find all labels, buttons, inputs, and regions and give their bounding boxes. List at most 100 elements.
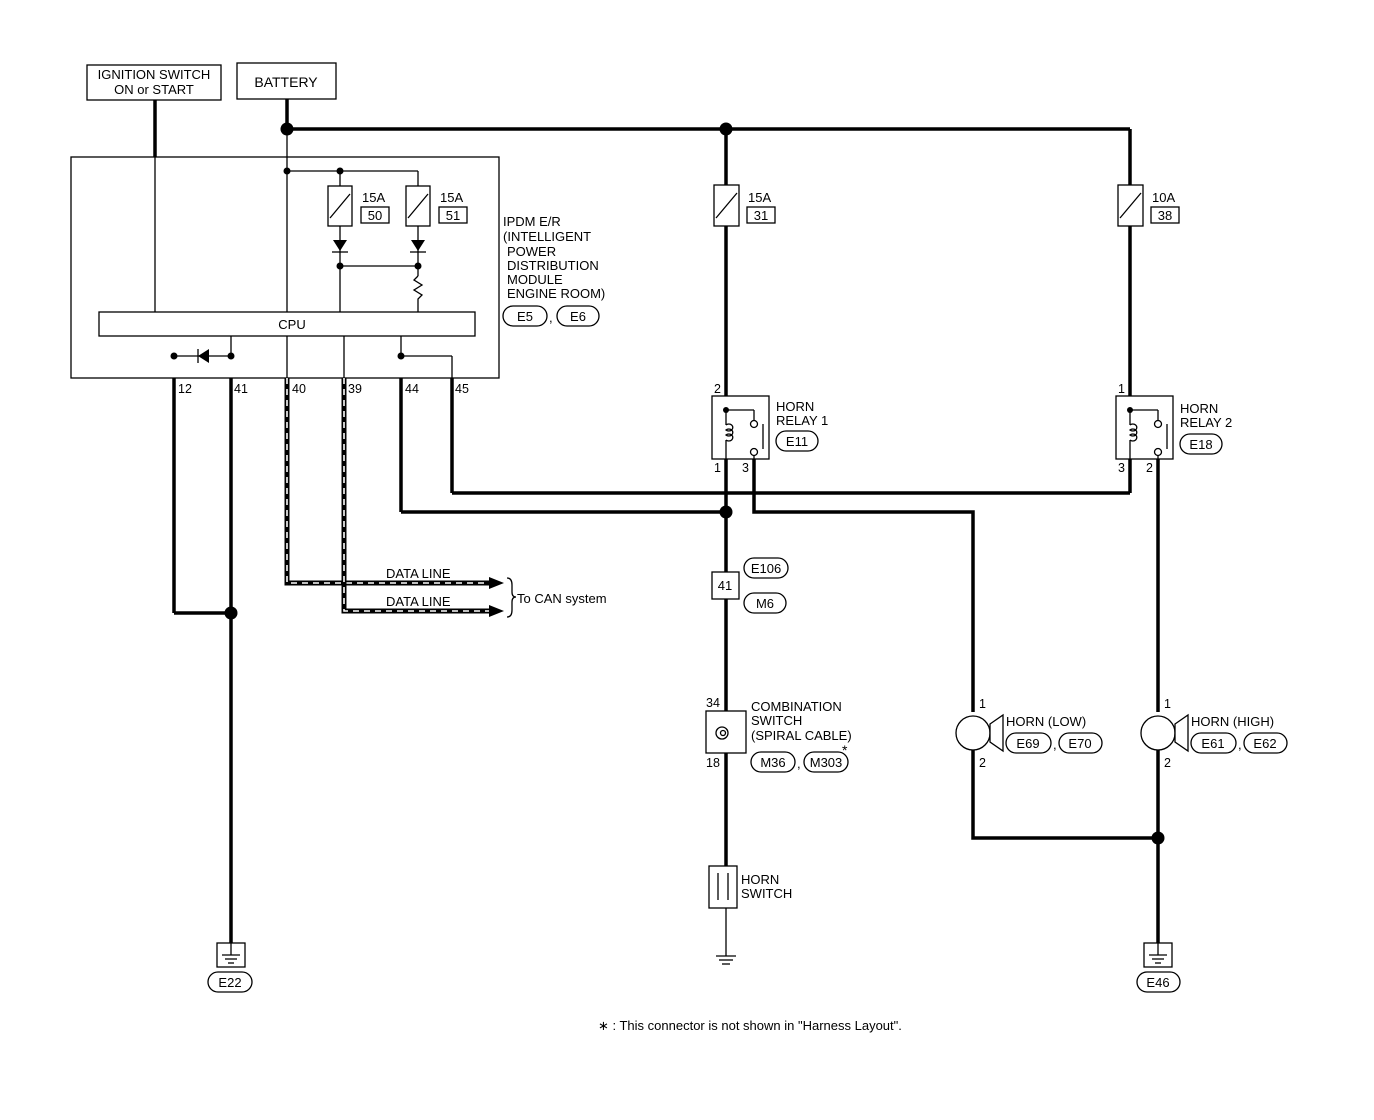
arrow-icon	[489, 577, 504, 589]
svg-text:,: ,	[549, 310, 553, 325]
horn-switch: HORN SWITCH	[708, 865, 792, 965]
connector-e5: E5	[502, 305, 548, 327]
svg-text:IPDM E/R: IPDM E/R	[503, 214, 561, 229]
svg-text:E5: E5	[517, 309, 533, 324]
fuse-38: 10A 38	[1117, 184, 1180, 227]
horn-relay-1: 2 1 3 HORN RELAY 1 E11	[711, 382, 828, 475]
svg-text:MODULE: MODULE	[507, 272, 563, 287]
ignition-switch-block: IGNITION SWITCH ON or START	[86, 64, 222, 101]
ipdm-pin-numbers: 12 41 40 39 44 45	[178, 382, 469, 396]
svg-text:E70: E70	[1068, 736, 1091, 751]
relay-2-label-line1: HORN	[1180, 401, 1218, 416]
horn-icon	[1140, 715, 1176, 751]
svg-text:3: 3	[742, 461, 749, 475]
svg-text:1: 1	[1118, 382, 1125, 396]
connector-e22: E22	[207, 971, 253, 993]
svg-text:12: 12	[178, 382, 192, 396]
battery-block: BATTERY	[236, 62, 337, 100]
cpu-label: CPU	[278, 317, 305, 332]
footnote: ∗ : This connector is not shown in "Harn…	[598, 1018, 902, 1033]
battery-label: BATTERY	[254, 74, 318, 90]
connector-m303	[803, 751, 849, 773]
connector-e18	[1179, 433, 1223, 455]
svg-text:M303: M303	[810, 755, 843, 770]
svg-text:HORN (HIGH): HORN (HIGH)	[1191, 714, 1274, 729]
svg-text:2: 2	[979, 756, 986, 770]
svg-text:41: 41	[718, 578, 732, 593]
svg-text:,: ,	[797, 756, 801, 771]
svg-text:E61: E61	[1201, 736, 1224, 751]
horn-high: 1 2 HORN (HIGH) E61 , E62	[1140, 697, 1288, 770]
svg-text:M36: M36	[760, 755, 785, 770]
svg-text:DISTRIBUTION: DISTRIBUTION	[507, 258, 599, 273]
horn-ground-circuit: E46	[971, 750, 1181, 993]
data-line-1-label: DATA LINE	[386, 566, 451, 581]
ground-icon	[716, 955, 736, 965]
joint-connector-41: 41 E106 M6	[711, 557, 789, 614]
svg-text:,: ,	[1053, 737, 1057, 752]
fuse-38-rating: 10A	[1152, 190, 1175, 205]
horn-icon	[955, 715, 991, 751]
fuse-51-number: 51	[446, 208, 460, 223]
svg-text:,: ,	[1238, 737, 1242, 752]
fuse-38-number: 38	[1158, 208, 1172, 223]
svg-text:E46: E46	[1146, 975, 1169, 990]
connector-e69	[1005, 732, 1052, 754]
svg-text:(SPIRAL CABLE): (SPIRAL CABLE)	[751, 728, 852, 743]
svg-text:40: 40	[292, 382, 306, 396]
diode-icon	[411, 240, 425, 251]
ipdm-label: IPDM E/R (INTELLIGENT POWER DISTRIBUTION…	[503, 214, 605, 301]
svg-text:ENGINE ROOM): ENGINE ROOM)	[507, 286, 605, 301]
svg-text:2: 2	[1164, 756, 1171, 770]
connector-e106	[743, 557, 789, 579]
svg-text:(INTELLIGENT: (INTELLIGENT	[503, 229, 591, 244]
diode-icon	[198, 349, 209, 363]
ipdm-module: 15A 50 15A 51 CPU	[70, 100, 605, 379]
svg-text:1: 1	[979, 697, 986, 711]
connector-e62	[1243, 732, 1288, 754]
resistor-icon	[412, 275, 424, 312]
horn-relay-2: 1 3 2 HORN RELAY 2 E18	[1115, 382, 1232, 475]
svg-text:E6: E6	[570, 309, 586, 324]
connector-e70	[1058, 732, 1103, 754]
battery-bus	[280, 99, 1132, 185]
data-line-2-label: DATA LINE	[386, 594, 451, 609]
ignition-label-line1: IGNITION SWITCH	[98, 67, 211, 82]
asterisk-mark: *	[842, 742, 848, 758]
svg-text:E18: E18	[1189, 437, 1212, 452]
svg-text:18: 18	[706, 756, 720, 770]
cpu-block: CPU	[98, 311, 476, 337]
ground-icon	[216, 942, 246, 968]
svg-text:SWITCH: SWITCH	[741, 886, 792, 901]
fuse-50: 15A 50	[327, 185, 390, 227]
connector-m6	[743, 592, 787, 614]
pin44-pin45-wires	[399, 378, 1130, 519]
svg-text:HORN (LOW): HORN (LOW)	[1006, 714, 1086, 729]
fuse-50-number: 50	[368, 208, 382, 223]
svg-text:E69: E69	[1016, 736, 1039, 751]
svg-text:E62: E62	[1253, 736, 1276, 751]
connector-e11	[775, 430, 819, 452]
svg-text:SWITCH: SWITCH	[751, 713, 802, 728]
relay1-to-horn-low-wire	[752, 459, 975, 712]
svg-text:E106: E106	[751, 561, 781, 576]
svg-text:3: 3	[1118, 461, 1125, 475]
svg-text:1: 1	[1164, 697, 1171, 711]
svg-text:E11: E11	[786, 434, 808, 449]
relay-coil-icon	[724, 423, 734, 442]
brace-icon	[506, 577, 517, 618]
svg-text:2: 2	[1146, 461, 1153, 475]
relay-1-label-line1: HORN	[776, 399, 814, 414]
spiral-cable-icon	[715, 726, 729, 740]
combination-switch: 34 18 COMBINATION SWITCH (SPIRAL CABLE) …	[705, 696, 852, 773]
connector-m36	[750, 751, 796, 773]
to-can-label: To CAN system	[517, 591, 607, 606]
connector-e61	[1190, 732, 1237, 754]
relay-2-label-line2: RELAY 2	[1180, 415, 1232, 430]
svg-text:39: 39	[348, 382, 362, 396]
fuse-31-number: 31	[754, 208, 768, 223]
data-lines: DATA LINE DATA LINE To CAN system	[284, 378, 607, 618]
fuse-51-rating: 15A	[440, 190, 463, 205]
svg-text:HORN: HORN	[741, 872, 779, 887]
ground-icon	[1143, 942, 1173, 968]
